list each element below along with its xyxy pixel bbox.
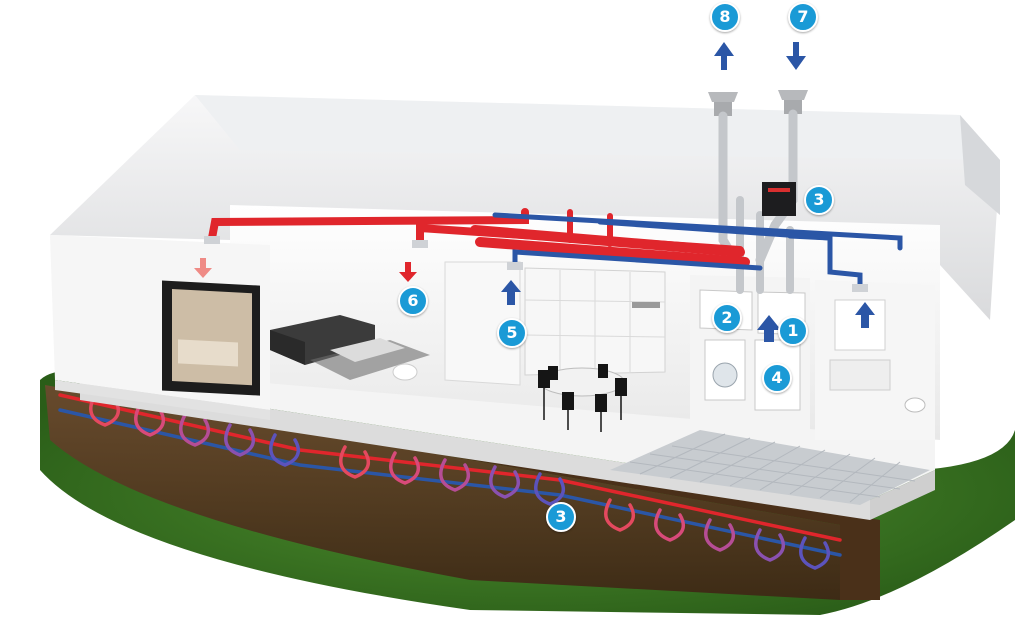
arrow-down-icon bbox=[786, 42, 806, 70]
dining-set bbox=[538, 364, 627, 432]
left-wall bbox=[50, 235, 270, 420]
arrow-up-icon bbox=[501, 280, 521, 305]
badge-7: 7 bbox=[788, 2, 818, 32]
roof-vents bbox=[708, 90, 808, 116]
ground-collector-loops bbox=[58, 393, 842, 570]
ventilation-unit bbox=[762, 182, 796, 216]
arrow-up-icon bbox=[714, 42, 734, 70]
bathroom bbox=[815, 280, 935, 440]
badge-8: 8 bbox=[710, 2, 740, 32]
arrow-up-icon bbox=[855, 302, 875, 328]
badge-4: 4 bbox=[762, 363, 792, 393]
utility-room bbox=[690, 275, 810, 445]
badge-6: 6 bbox=[398, 286, 428, 316]
badge-5: 5 bbox=[497, 318, 527, 348]
arrow-down-icon bbox=[194, 258, 212, 278]
living-room bbox=[270, 315, 430, 381]
badge-3-ground: 3 bbox=[546, 502, 576, 532]
badge-3-unit: 3 bbox=[804, 185, 834, 215]
cool-extract-ducts bbox=[492, 212, 903, 289]
badge-1: 1 bbox=[778, 316, 808, 346]
badge-2: 2 bbox=[712, 303, 742, 333]
arrow-down-icon bbox=[399, 262, 417, 282]
kitchen bbox=[444, 261, 666, 386]
air-terminals bbox=[204, 236, 868, 292]
flow-arrows bbox=[194, 42, 875, 342]
arrow-up-icon bbox=[757, 315, 781, 342]
